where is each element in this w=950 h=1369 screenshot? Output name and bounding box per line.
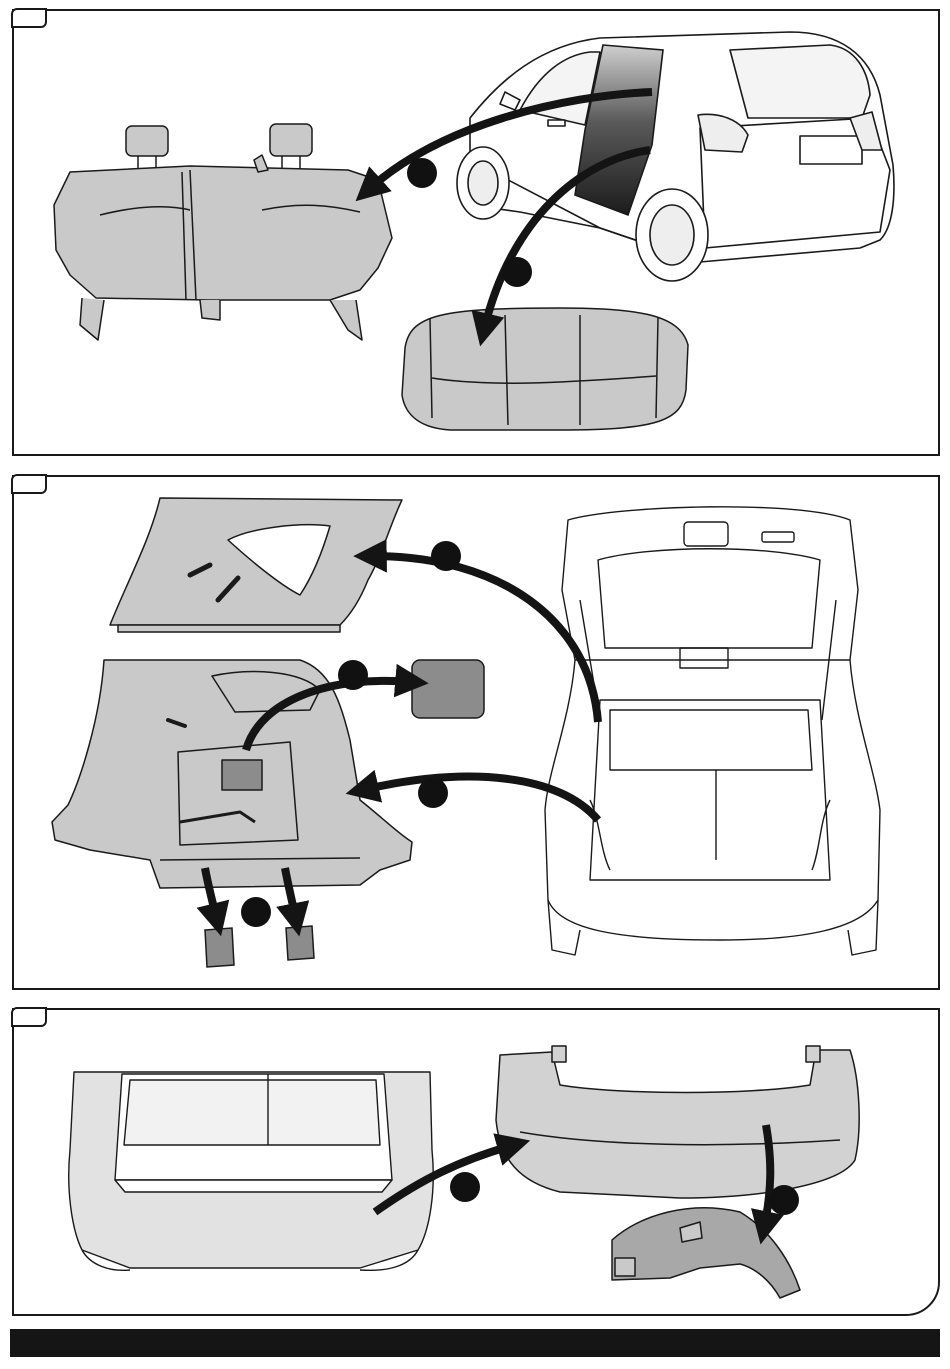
upper-side-trim	[110, 498, 402, 632]
step-marker-icon	[418, 778, 448, 808]
trim-clip-left	[205, 928, 234, 967]
step-marker-icon	[338, 660, 368, 690]
step-marker-icon	[450, 1172, 480, 1202]
rear-bumper	[496, 1046, 859, 1198]
step-marker-icon	[502, 257, 532, 287]
step-marker-icon	[407, 158, 437, 188]
rear-seat-cushion	[402, 308, 688, 430]
removal-arrow-icon	[362, 777, 598, 820]
access-cover	[412, 660, 484, 718]
step-marker-icon	[769, 1185, 799, 1215]
step-marker-icon	[241, 897, 271, 927]
hatchback-rear-lower	[69, 1072, 433, 1270]
trim-clip-right	[286, 926, 314, 960]
bumper-bracket	[612, 1208, 800, 1298]
rear-seat-back	[54, 124, 392, 340]
footer-bar	[10, 1329, 940, 1357]
step-marker-icon	[431, 541, 461, 571]
lower-side-trim	[52, 660, 412, 888]
hatchback-rear-open	[545, 507, 880, 955]
